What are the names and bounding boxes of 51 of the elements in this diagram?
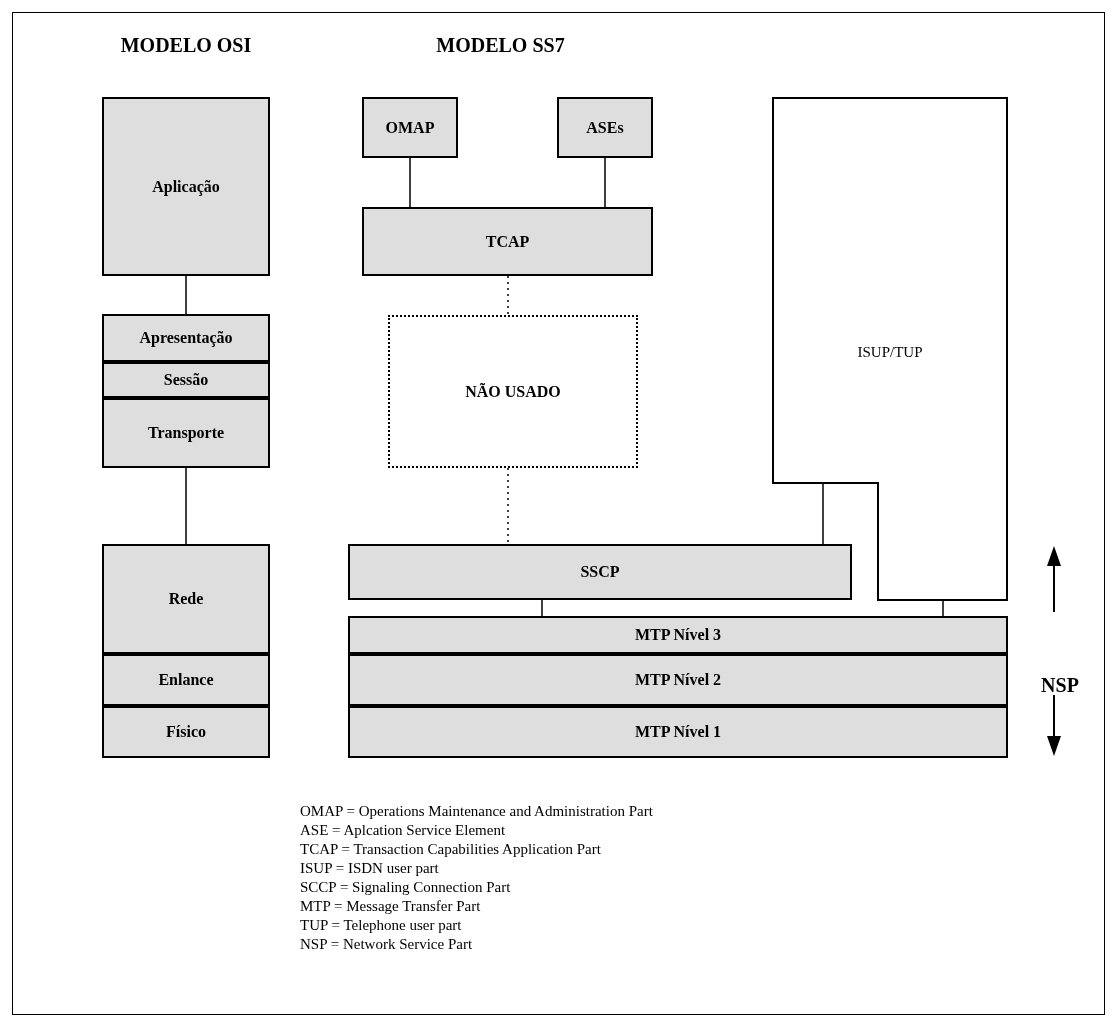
layer-box <box>102 544 270 654</box>
layer-box <box>348 616 1008 654</box>
layer-label: Enlance <box>158 670 214 690</box>
connector-line <box>409 157 411 208</box>
layer-label: TCAP <box>485 231 530 252</box>
layer-label: Rede <box>168 589 204 609</box>
column-heading: MODELO OSI <box>119 33 253 58</box>
layer-label: SSCP <box>580 562 620 582</box>
layer-label: Sessão <box>163 370 209 390</box>
abbreviation-note: NSP = Network Service Part <box>300 935 473 954</box>
layer-label: Aplicação <box>152 176 220 198</box>
abbreviation-note: OMAP = Operations Maintenance and Administration Part <box>300 802 653 821</box>
connector-line <box>541 599 543 617</box>
layer-box <box>102 314 270 362</box>
abbreviation-note: SCCP = Signaling Connection Part <box>300 878 511 897</box>
connector-line <box>604 157 606 208</box>
layer-label: MTP Nível 3 <box>634 625 722 645</box>
connector-line <box>185 467 187 545</box>
connector-line <box>507 275 509 316</box>
connector-line <box>185 275 187 315</box>
layer-box <box>362 207 653 276</box>
layer-box <box>557 97 653 158</box>
connector-line <box>507 467 509 545</box>
layer-box <box>348 706 1008 758</box>
layer-label: Transporte <box>147 423 225 444</box>
column-heading: MODELO SS7 <box>435 33 566 58</box>
layer-label: MTP Nível 2 <box>634 670 722 690</box>
layer-box <box>102 706 270 758</box>
unused-layer-box <box>388 315 638 468</box>
layer-label: ISUP/TUP <box>856 343 924 362</box>
layer-label: OMAP <box>385 117 435 138</box>
layer-box <box>348 654 1008 706</box>
abbreviation-note: TUP = Telephone user part <box>300 916 462 935</box>
abbreviation-note: MTP = Message Transfer Part <box>300 897 481 916</box>
layer-box <box>348 544 852 600</box>
connector-line <box>942 600 944 617</box>
layer-box <box>362 97 458 158</box>
abbreviation-note: ISUP = ISDN user part <box>300 859 439 878</box>
layer-box <box>102 398 270 468</box>
abbreviation-note: ASE = Aplcation Service Element <box>300 821 506 840</box>
layer-block <box>772 97 1008 601</box>
layer-label: Apresentação <box>139 328 233 349</box>
layer-box <box>102 654 270 706</box>
connector-line <box>822 482 824 545</box>
layer-label: Físico <box>166 722 206 742</box>
abbreviation-note: TCAP = Transaction Capabilities Application Part <box>300 840 601 859</box>
layer-box <box>102 97 270 276</box>
layer-box <box>102 362 270 398</box>
bracket-label: NSP <box>1040 673 1080 698</box>
layer-label: ASEs <box>586 117 624 138</box>
layer-label: MTP Nível 1 <box>634 722 722 742</box>
